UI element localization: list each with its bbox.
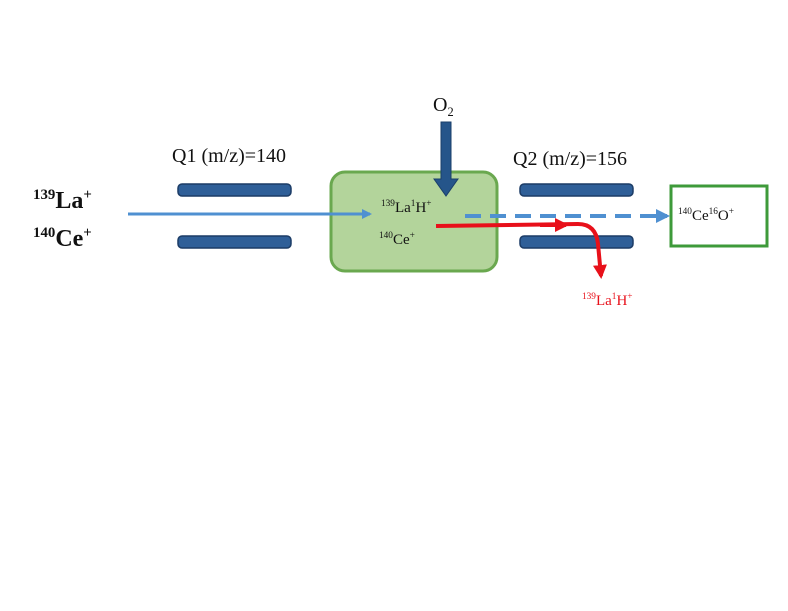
rejected-ion-label: 139La1H+ [582,292,633,309]
cell-lah-label: 139La1H+ [381,199,432,216]
la-ion-label: 139La+ [33,187,92,214]
detector-box [669,184,769,248]
cell-ce-label: 140Ce+ [379,231,415,248]
product-label: 140Ce16O+ [678,207,735,224]
q1-upper-rod [177,183,292,197]
rejected-ion-arrow [435,221,607,279]
q2-label: Q2 (m/z)=156 [513,148,628,170]
reaction-cell [329,170,499,273]
q2-lower-rod [519,235,634,249]
q1-label: Q1 (m/z)=140 [172,145,287,167]
ce-ion-label: 140Ce+ [33,225,92,252]
q2-upper-rod [519,183,634,197]
o2-inlet-arrow [433,121,459,197]
o2-label: O2 [433,94,454,119]
q1-lower-rod [177,235,292,249]
